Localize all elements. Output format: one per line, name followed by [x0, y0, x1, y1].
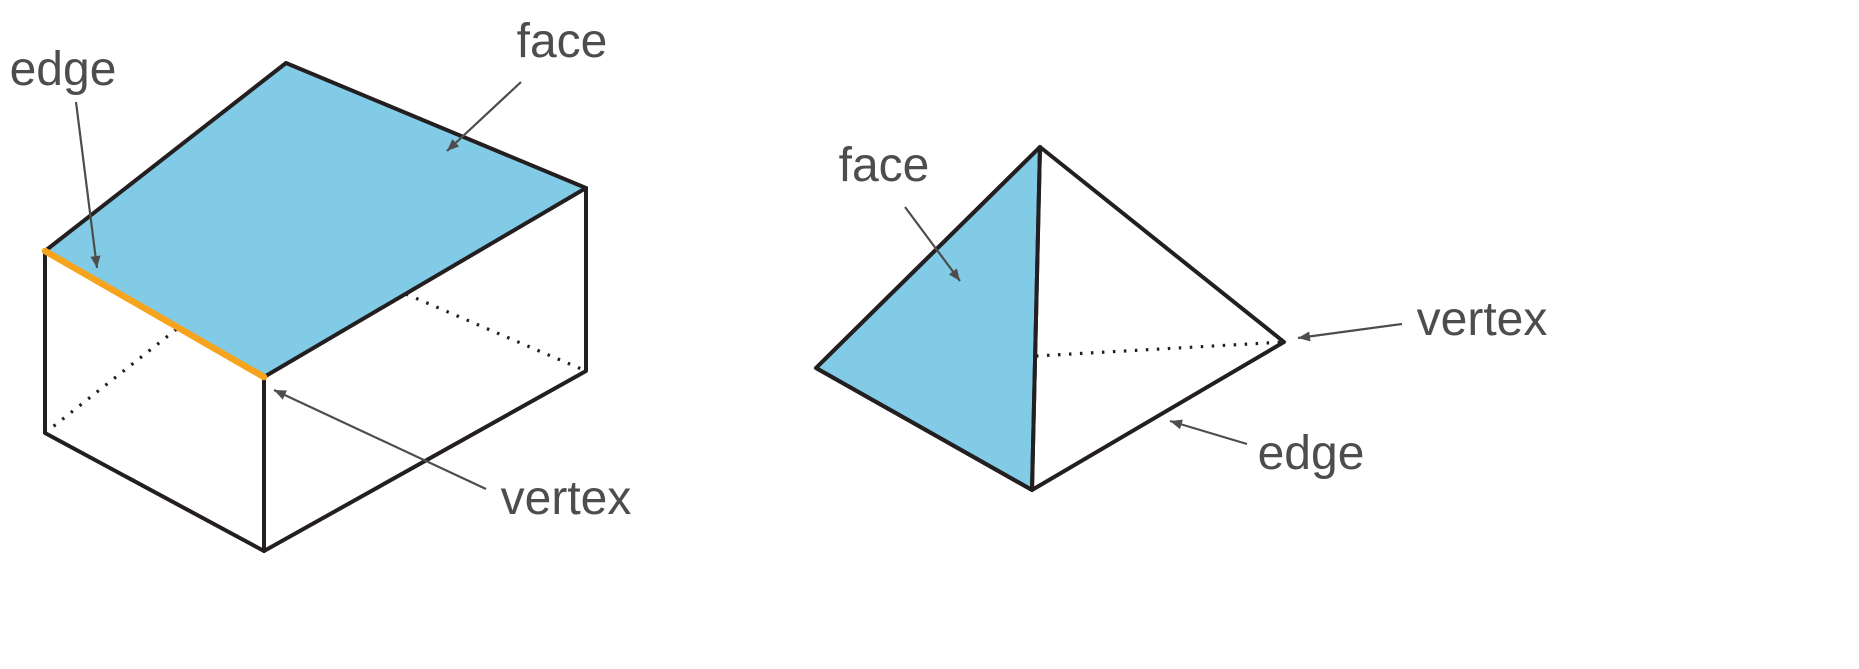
prism-highlighted-edge — [41, 247, 268, 381]
prism-face-arrow — [446, 81, 522, 152]
pyramid-edge-arrow — [1169, 419, 1248, 446]
pyramid-annotations: face vertex edge — [839, 139, 1548, 480]
pyramid-edge-label: edge — [1258, 427, 1365, 480]
pyramid-vertex-label: vertex — [1417, 293, 1548, 346]
prism-annotations: edge face vertex — [10, 15, 632, 525]
prism-top-face — [43, 61, 588, 379]
prism-vertex-label: vertex — [501, 472, 632, 525]
prism-edge-label: edge — [10, 43, 117, 96]
pyramid-face-arrow — [904, 206, 961, 282]
pyramid-face-label: face — [839, 139, 930, 192]
prism-vertex-arrow — [273, 389, 487, 490]
prism-edge-arrow — [74, 101, 101, 269]
pyramid-visible-edges — [814, 145, 1286, 492]
pyramid-vertex-arrow — [1297, 322, 1403, 342]
pyramid-hidden-edge — [1035, 340, 1285, 358]
pyramid — [814, 145, 1286, 492]
pyramid-front-left-face — [814, 145, 1042, 492]
prism-face-label: face — [517, 15, 608, 68]
prism-visible-edges — [43, 186, 588, 553]
